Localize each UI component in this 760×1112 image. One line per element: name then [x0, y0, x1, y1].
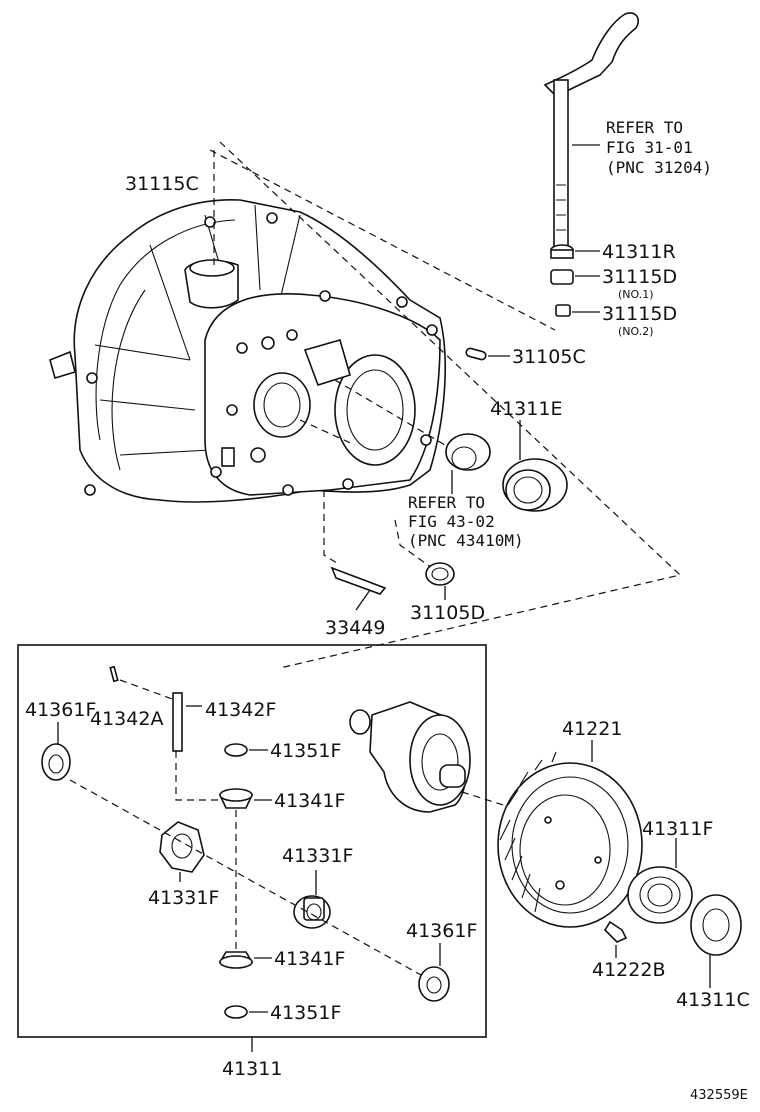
thrust-washer-41361F-left	[41, 743, 71, 781]
oil-seal-31105D	[425, 562, 455, 586]
plug-33449	[330, 566, 387, 595]
refer1-line1: REFER TO	[606, 118, 683, 137]
leader-33449	[355, 589, 371, 611]
label-41342F: 41342F	[205, 699, 276, 721]
collar-41311R-body	[550, 249, 574, 259]
label-41311C: 41311C	[676, 989, 750, 1011]
bolt-41222B	[603, 920, 628, 943]
shaft-dashed-line	[209, 149, 556, 331]
pinion-41341F-bottom-face	[219, 955, 253, 969]
label-31105D: 31105D	[410, 602, 485, 624]
label-41222B: 41222B	[592, 959, 665, 981]
shim-41311C	[690, 894, 742, 956]
label-41351F-b: 41351F	[270, 1002, 341, 1024]
label-41331F-a: 41331F	[282, 845, 353, 867]
shift-lever-shaft	[543, 12, 640, 251]
differential-case	[349, 701, 471, 813]
label-31115D-2: 31115D	[602, 303, 677, 325]
oil-seal-43410M	[445, 433, 491, 471]
label-41311E: 41311E	[490, 398, 562, 420]
case-outline-dashed-line	[219, 141, 682, 669]
plug-dashed-line	[323, 490, 341, 566]
label-41221: 41221	[562, 718, 622, 740]
label-no1: (NO.1)	[618, 288, 654, 301]
bearing-41311F	[627, 866, 693, 924]
transaxle-case-housing	[49, 199, 446, 503]
shaft-41342F	[172, 692, 183, 752]
diagram-code: 432559E	[690, 1088, 748, 1103]
label-41311: 41311	[222, 1058, 282, 1080]
washer-41351F-top	[224, 743, 248, 757]
refer2-line1: REFER TO	[408, 493, 485, 512]
side-gear-41331F-left	[159, 821, 205, 873]
side-gear-41331F-right	[293, 895, 331, 929]
label-41341F-a: 41341F	[274, 790, 345, 812]
label-41311R: 41311R	[602, 241, 676, 263]
label-41331F-b: 41331F	[148, 887, 219, 909]
shaft-dashed-line-2	[175, 751, 230, 801]
label-41361F-a: 41361F	[25, 699, 96, 721]
label-41361F-b: 41361F	[406, 920, 477, 942]
label-41342A: 41342A	[90, 708, 163, 730]
label-41351F-a: 41351F	[270, 740, 341, 762]
refer1-line3: (PNC 31204)	[606, 158, 712, 177]
thrust-washer-41361F-right	[418, 966, 450, 1002]
label-33449: 33449	[325, 617, 385, 639]
refer2-line3: (PNC 43410M)	[408, 531, 524, 550]
label-no2: (NO.2)	[618, 325, 654, 338]
bearing-dashed-line	[299, 379, 446, 446]
label-31115D-1: 31115D	[602, 266, 677, 288]
label-41341F-b: 41341F	[274, 948, 345, 970]
washer-dashed-line	[69, 779, 431, 981]
bushing-31115D-no1	[550, 269, 574, 285]
pinion-41341F-top-face	[219, 788, 253, 802]
label-31115C: 31115C	[125, 173, 199, 195]
label-31105C: 31105C	[512, 346, 586, 368]
refer2-line2: FIG 43-02	[408, 512, 495, 531]
bearing-cup-41311E	[502, 458, 568, 512]
pin-41342A	[109, 665, 119, 683]
label-41311F: 41311F	[642, 818, 713, 840]
pin-31105C	[465, 347, 487, 361]
bushing-31115D-no2	[555, 304, 571, 317]
ring-gear-41221	[497, 751, 643, 928]
pin-dashed-line	[119, 679, 176, 701]
washer-41351F-bottom	[224, 1005, 248, 1019]
seal-dashed-line	[394, 519, 433, 569]
refer1-line2: FIG 31-01	[606, 138, 693, 157]
